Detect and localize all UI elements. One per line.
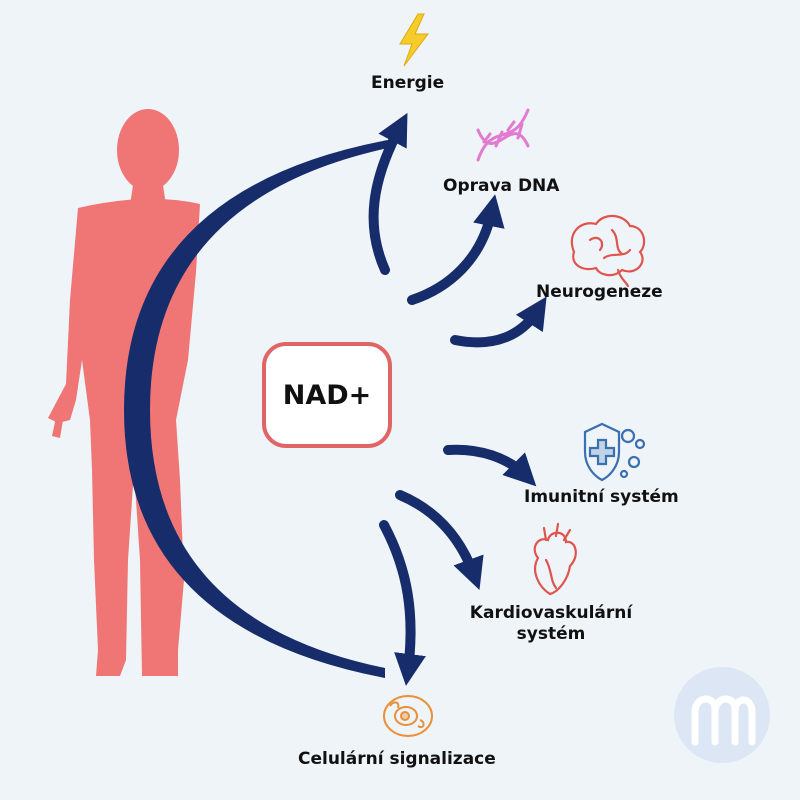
label-kardiovaskularni-line2: systém xyxy=(516,624,586,644)
dna-icon xyxy=(476,108,530,162)
immune-shield-icon xyxy=(583,422,646,482)
label-kardiovaskularni-line1: Kardiovaskulární xyxy=(469,603,633,623)
brain-icon xyxy=(570,214,646,288)
human-silhouette-icon xyxy=(48,109,200,676)
label-kardiovaskularni-system: Kardiovaskulární systém xyxy=(456,603,646,645)
arrow-celularni xyxy=(379,520,426,686)
label-celularni-signalizace: Celulární signalizace xyxy=(298,749,496,769)
label-energie: Energie xyxy=(371,73,445,93)
arrow-neurogeneze xyxy=(450,296,547,348)
arrow-kardiovaskularni xyxy=(395,490,484,591)
label-neurogeneze: Neurogeneze xyxy=(536,282,663,302)
center-label-nad: NAD+ xyxy=(282,379,372,411)
label-imunitni-system: Imunitní systém xyxy=(524,487,679,507)
arrow-imunitni-system xyxy=(443,444,537,487)
cell-icon xyxy=(383,695,433,737)
lightning-icon xyxy=(399,13,429,67)
center-box xyxy=(262,342,392,448)
brand-logo-icon xyxy=(674,667,770,763)
label-oprava-dna: Oprava DNA xyxy=(443,176,560,196)
arrow-energie xyxy=(368,112,408,275)
heart-icon xyxy=(533,522,577,596)
arrow-oprava-dna xyxy=(407,194,505,305)
